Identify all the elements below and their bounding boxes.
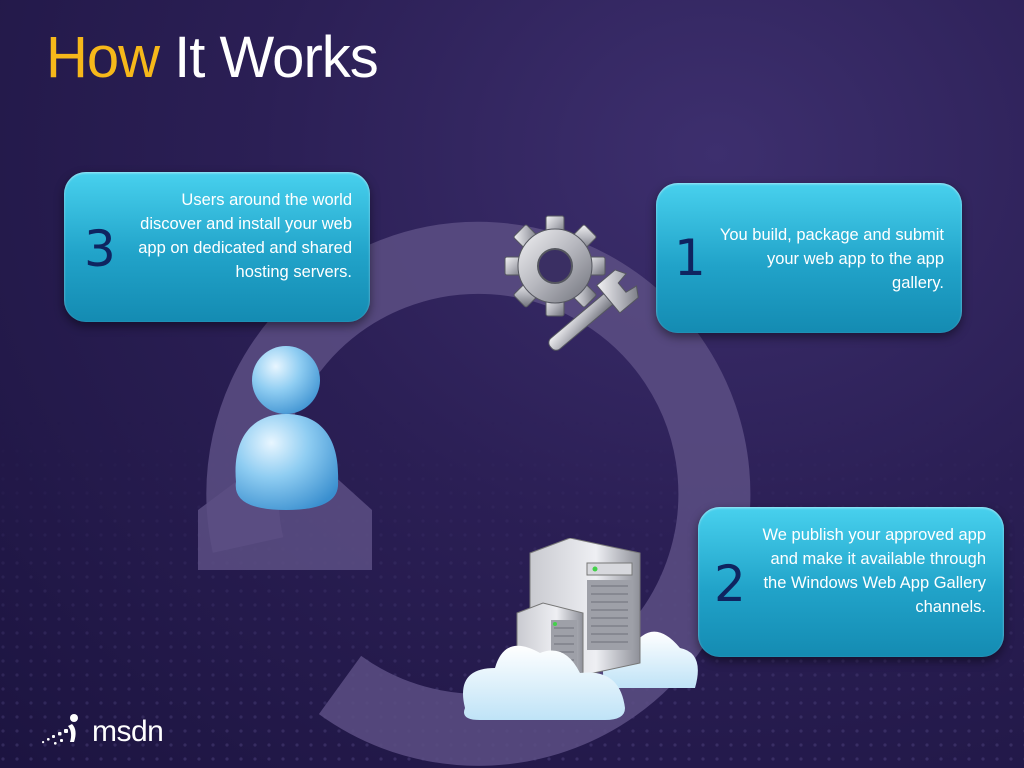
user-icon — [235, 346, 339, 510]
step-3-text: Users around the world discover and inst… — [138, 191, 352, 281]
title-how: How — [46, 25, 160, 90]
step-2-box: 2 We publish your approved app and make … — [698, 507, 1004, 657]
page-title: How It Works — [46, 24, 379, 91]
step-1-text: You build, package and submit your web a… — [719, 226, 944, 292]
msdn-logo: msdn — [40, 712, 164, 752]
server-cloud-icon — [463, 538, 698, 720]
step-2-text: We publish your approved app and make it… — [762, 526, 986, 616]
msdn-logo-text: msdn — [92, 715, 164, 748]
step-1-number: 1 — [674, 229, 706, 287]
step-3-number: 3 — [84, 220, 116, 278]
gear-wrench-icon — [504, 215, 639, 351]
step-3-box: 3 Users around the world discover and in… — [64, 172, 370, 322]
msdn-logo-icon — [42, 714, 78, 745]
step-2-number: 2 — [714, 555, 746, 613]
step-1-box: 1 You build, package and submit your web… — [656, 183, 962, 333]
title-rest: It Works — [159, 25, 379, 90]
